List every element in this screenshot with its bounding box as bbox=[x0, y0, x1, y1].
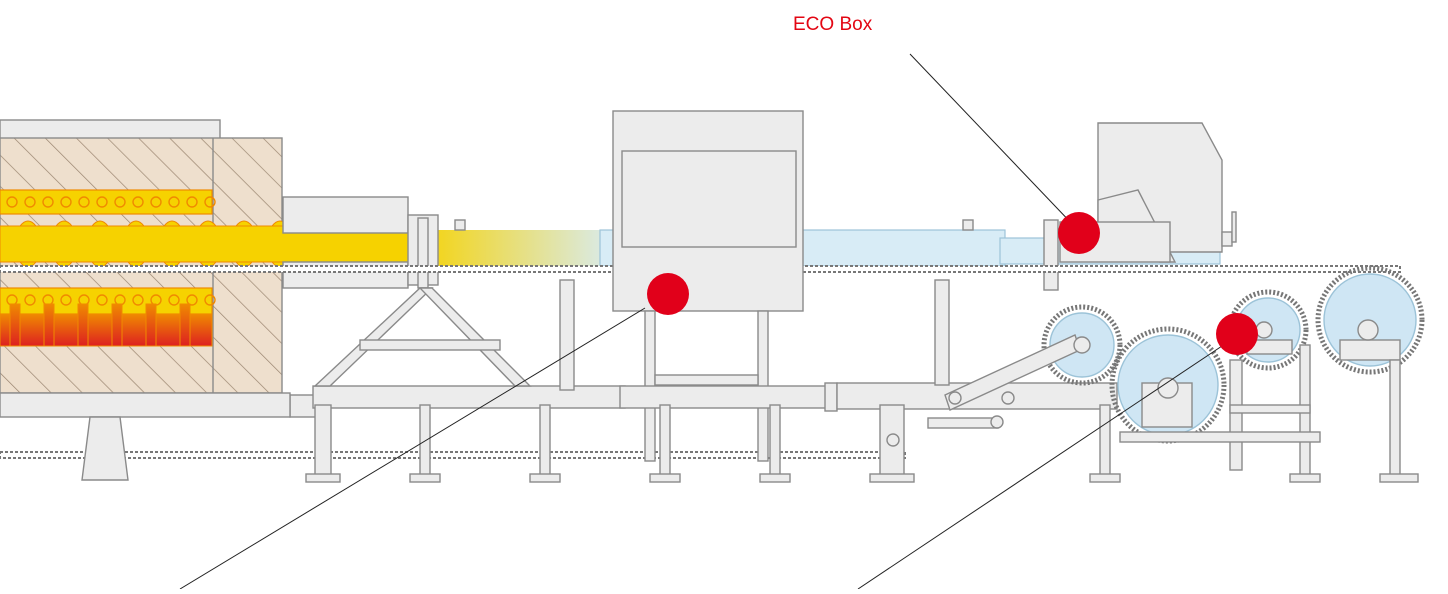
heating-finger bbox=[179, 303, 191, 347]
coil-ring bbox=[132, 196, 144, 208]
eco-box-hotspot[interactable] bbox=[1058, 212, 1100, 254]
coil-ring bbox=[114, 196, 126, 208]
coil-ring bbox=[96, 196, 108, 208]
coil-ring bbox=[168, 196, 180, 208]
coil-ring bbox=[42, 196, 54, 208]
coil-ring bbox=[24, 196, 36, 208]
coil-ring bbox=[60, 196, 72, 208]
heating-finger bbox=[43, 303, 55, 347]
coil-ring bbox=[96, 294, 108, 306]
coil-ring bbox=[204, 294, 216, 306]
coil-ring bbox=[60, 294, 72, 306]
coil-ring bbox=[78, 196, 90, 208]
coil-ring bbox=[168, 294, 180, 306]
heating-finger bbox=[145, 303, 157, 347]
heating-finger bbox=[111, 303, 123, 347]
callout-lines bbox=[179, 53, 1229, 590]
support-frame bbox=[0, 279, 1118, 483]
coil-ring bbox=[186, 196, 198, 208]
coil-ring bbox=[132, 294, 144, 306]
coil-ring bbox=[204, 196, 216, 208]
coil-ring bbox=[186, 294, 198, 306]
heating-elements bbox=[9, 303, 191, 347]
drive-roller-hotspot[interactable] bbox=[1216, 313, 1258, 355]
coil-ring bbox=[6, 196, 18, 208]
coil-ring bbox=[24, 294, 36, 306]
heating-finger bbox=[77, 303, 89, 347]
inspection-cabinet-hotspot[interactable] bbox=[647, 273, 689, 315]
heated-bar bbox=[0, 220, 1221, 268]
eco-box-callout-label: ECO Box bbox=[793, 14, 873, 35]
heating-finger bbox=[9, 303, 21, 347]
coil-ring bbox=[150, 196, 162, 208]
transfer-box bbox=[282, 196, 1059, 291]
drive-section bbox=[886, 265, 1425, 483]
